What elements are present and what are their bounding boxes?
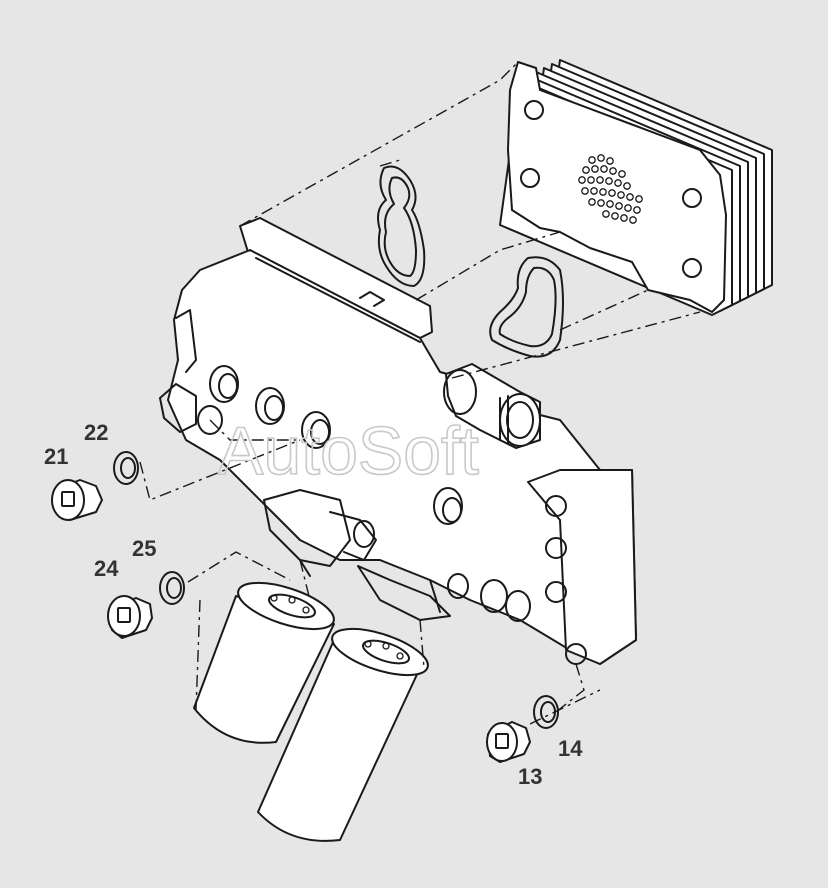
cooler-perforation-pattern — [578, 154, 643, 224]
plug-13 — [486, 721, 531, 763]
oil-cooler — [499, 59, 773, 316]
plug-21 — [51, 479, 103, 521]
gasket-upper — [377, 165, 426, 287]
assembly-lines — [139, 61, 701, 725]
callout-22: 22 — [84, 420, 108, 445]
washer-22 — [113, 451, 139, 485]
gasket-lower — [489, 256, 564, 358]
callout-24: 24 — [94, 556, 119, 581]
callout-14: 14 — [558, 736, 583, 761]
callout-21: 21 — [44, 444, 68, 469]
filter-housing — [159, 217, 637, 665]
callout-25: 25 — [132, 536, 156, 561]
callout-13: 13 — [518, 764, 542, 789]
washer-25 — [159, 571, 185, 605]
watermark-text: AutoSoft — [218, 413, 479, 489]
callout-labels: 21 22 24 25 14 13 — [44, 420, 583, 789]
oil-filter-left — [193, 581, 335, 744]
plug-24 — [107, 595, 153, 639]
oil-filter-right — [257, 627, 429, 842]
